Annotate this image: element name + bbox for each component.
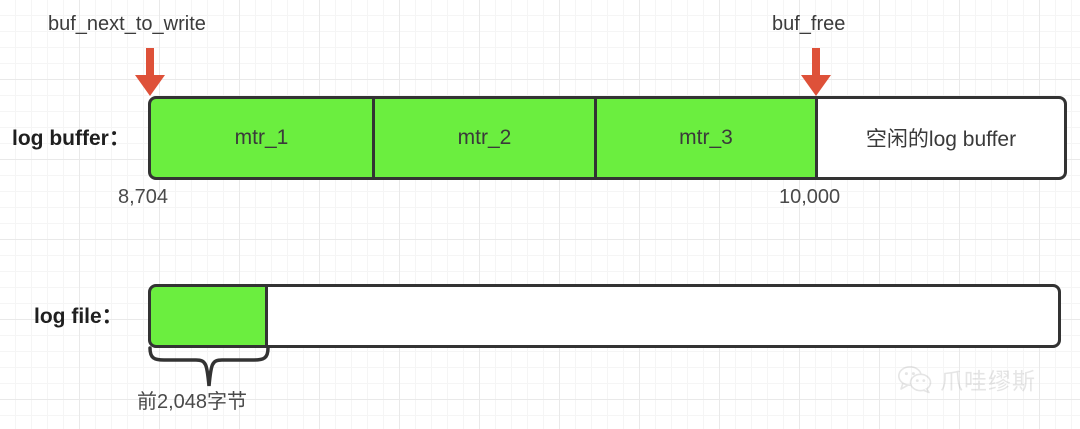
watermark: 爪哇缪斯 bbox=[898, 362, 1036, 396]
segment-label: 空闲的log buffer bbox=[865, 128, 1017, 151]
offset-label-end: 10,000 bbox=[779, 186, 841, 208]
row-label-log-file: log file： bbox=[34, 305, 123, 328]
brace-label-first-bytes: 前2,048字节 bbox=[137, 391, 248, 413]
pointer-label-buf-free: buf_free bbox=[772, 13, 846, 35]
log-buffer-segment-mtr-3: mtr_3 bbox=[594, 96, 818, 180]
segment-label: mtr_1 bbox=[234, 126, 289, 149]
buf-next-to-write-arrow-icon bbox=[135, 48, 165, 96]
row-label-log-buffer: log buffer： bbox=[12, 127, 130, 150]
watermark-text: 爪哇缪斯 bbox=[940, 368, 1036, 394]
log-buffer-segment-mtr-1: mtr_1 bbox=[148, 96, 375, 180]
segment-label: mtr_3 bbox=[679, 126, 733, 149]
offset-label-start: 8,704 bbox=[118, 186, 169, 208]
wechat-icon bbox=[898, 365, 932, 393]
log-file-brace-icon bbox=[146, 346, 272, 390]
buf-free-arrow-icon bbox=[801, 48, 831, 96]
log-file-segment-written bbox=[148, 284, 268, 348]
log-file-segment-remaining bbox=[265, 284, 1061, 348]
log-buffer-segment-mtr-2: mtr_2 bbox=[372, 96, 597, 180]
segment-label: mtr_2 bbox=[457, 126, 512, 149]
pointer-label-buf-next-to-write: buf_next_to_write bbox=[48, 13, 206, 35]
log-buffer-segment-free: 空闲的log buffer bbox=[815, 96, 1067, 180]
